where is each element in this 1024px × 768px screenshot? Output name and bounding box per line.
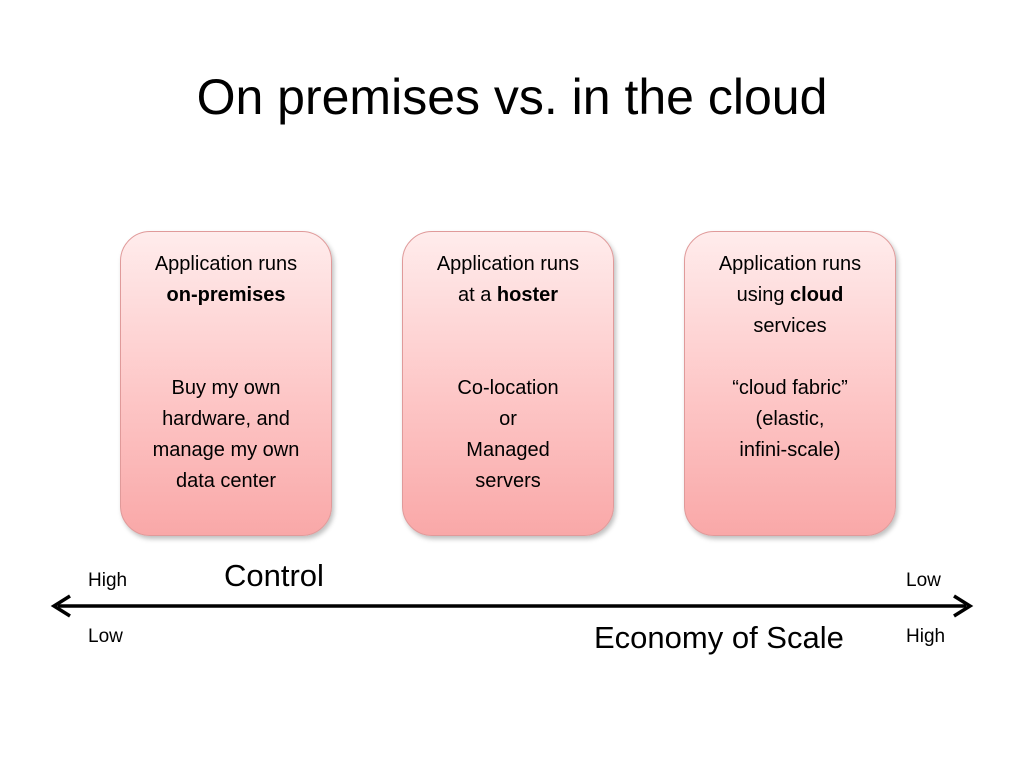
box-description-line: Buy my own <box>171 377 281 399</box>
box-description-line: data center <box>175 470 277 492</box>
box-description-line: Managed <box>466 439 550 461</box>
box-description: Co-location or Managed servers <box>403 373 613 497</box>
arrow-right-head <box>953 594 974 618</box>
box-description: “cloud fabric” (elastic, infini-scale) <box>685 373 895 466</box>
box-description-line: hardware, and <box>162 408 290 430</box>
control-high-label: High <box>88 570 128 591</box>
box-description-line: Co-location <box>457 377 559 399</box>
slide-title: On premises vs. in the cloud <box>196 69 828 125</box>
economy-low-label: Low <box>88 626 123 647</box>
box-description: Buy my own hardware, and manage my own d… <box>121 373 331 497</box>
control-low-label: Low <box>906 570 941 591</box>
on-premises-box: Application runs on-premises Buy my own … <box>120 231 332 536</box>
box-heading-line: at a hoster <box>457 284 559 306</box>
box-heading-line: Application runs <box>718 253 862 275</box>
box-description-line: or <box>499 408 517 430</box>
box-heading: Application runs on-premises <box>121 249 331 311</box>
box-heading-line: on-premises <box>166 284 286 306</box>
box-heading: Application runs at a hoster <box>403 249 613 311</box>
cloud-services-box: Application runs using cloud services “c… <box>684 231 896 536</box>
box-description-line: (elastic, <box>755 408 825 430</box>
box-heading-line: services <box>753 315 827 337</box>
economy-high-label: High <box>906 626 946 647</box>
hoster-box: Application runs at a hoster Co-location… <box>402 231 614 536</box>
arrow-left-head <box>50 594 71 618</box>
box-description-line: infini-scale) <box>739 439 841 461</box>
control-label: Control <box>224 558 324 593</box>
economy-of-scale-label: Economy of Scale <box>594 620 844 655</box>
box-description-line: manage my own <box>152 439 300 461</box>
box-description-line: “cloud fabric” <box>732 377 848 399</box>
box-heading: Application runs using cloud services <box>685 249 895 342</box>
box-heading-line: Application runs <box>154 253 298 275</box>
box-heading-line: Application runs <box>436 253 580 275</box>
box-description-line: servers <box>475 470 541 492</box>
box-heading-line: using cloud <box>736 284 844 306</box>
